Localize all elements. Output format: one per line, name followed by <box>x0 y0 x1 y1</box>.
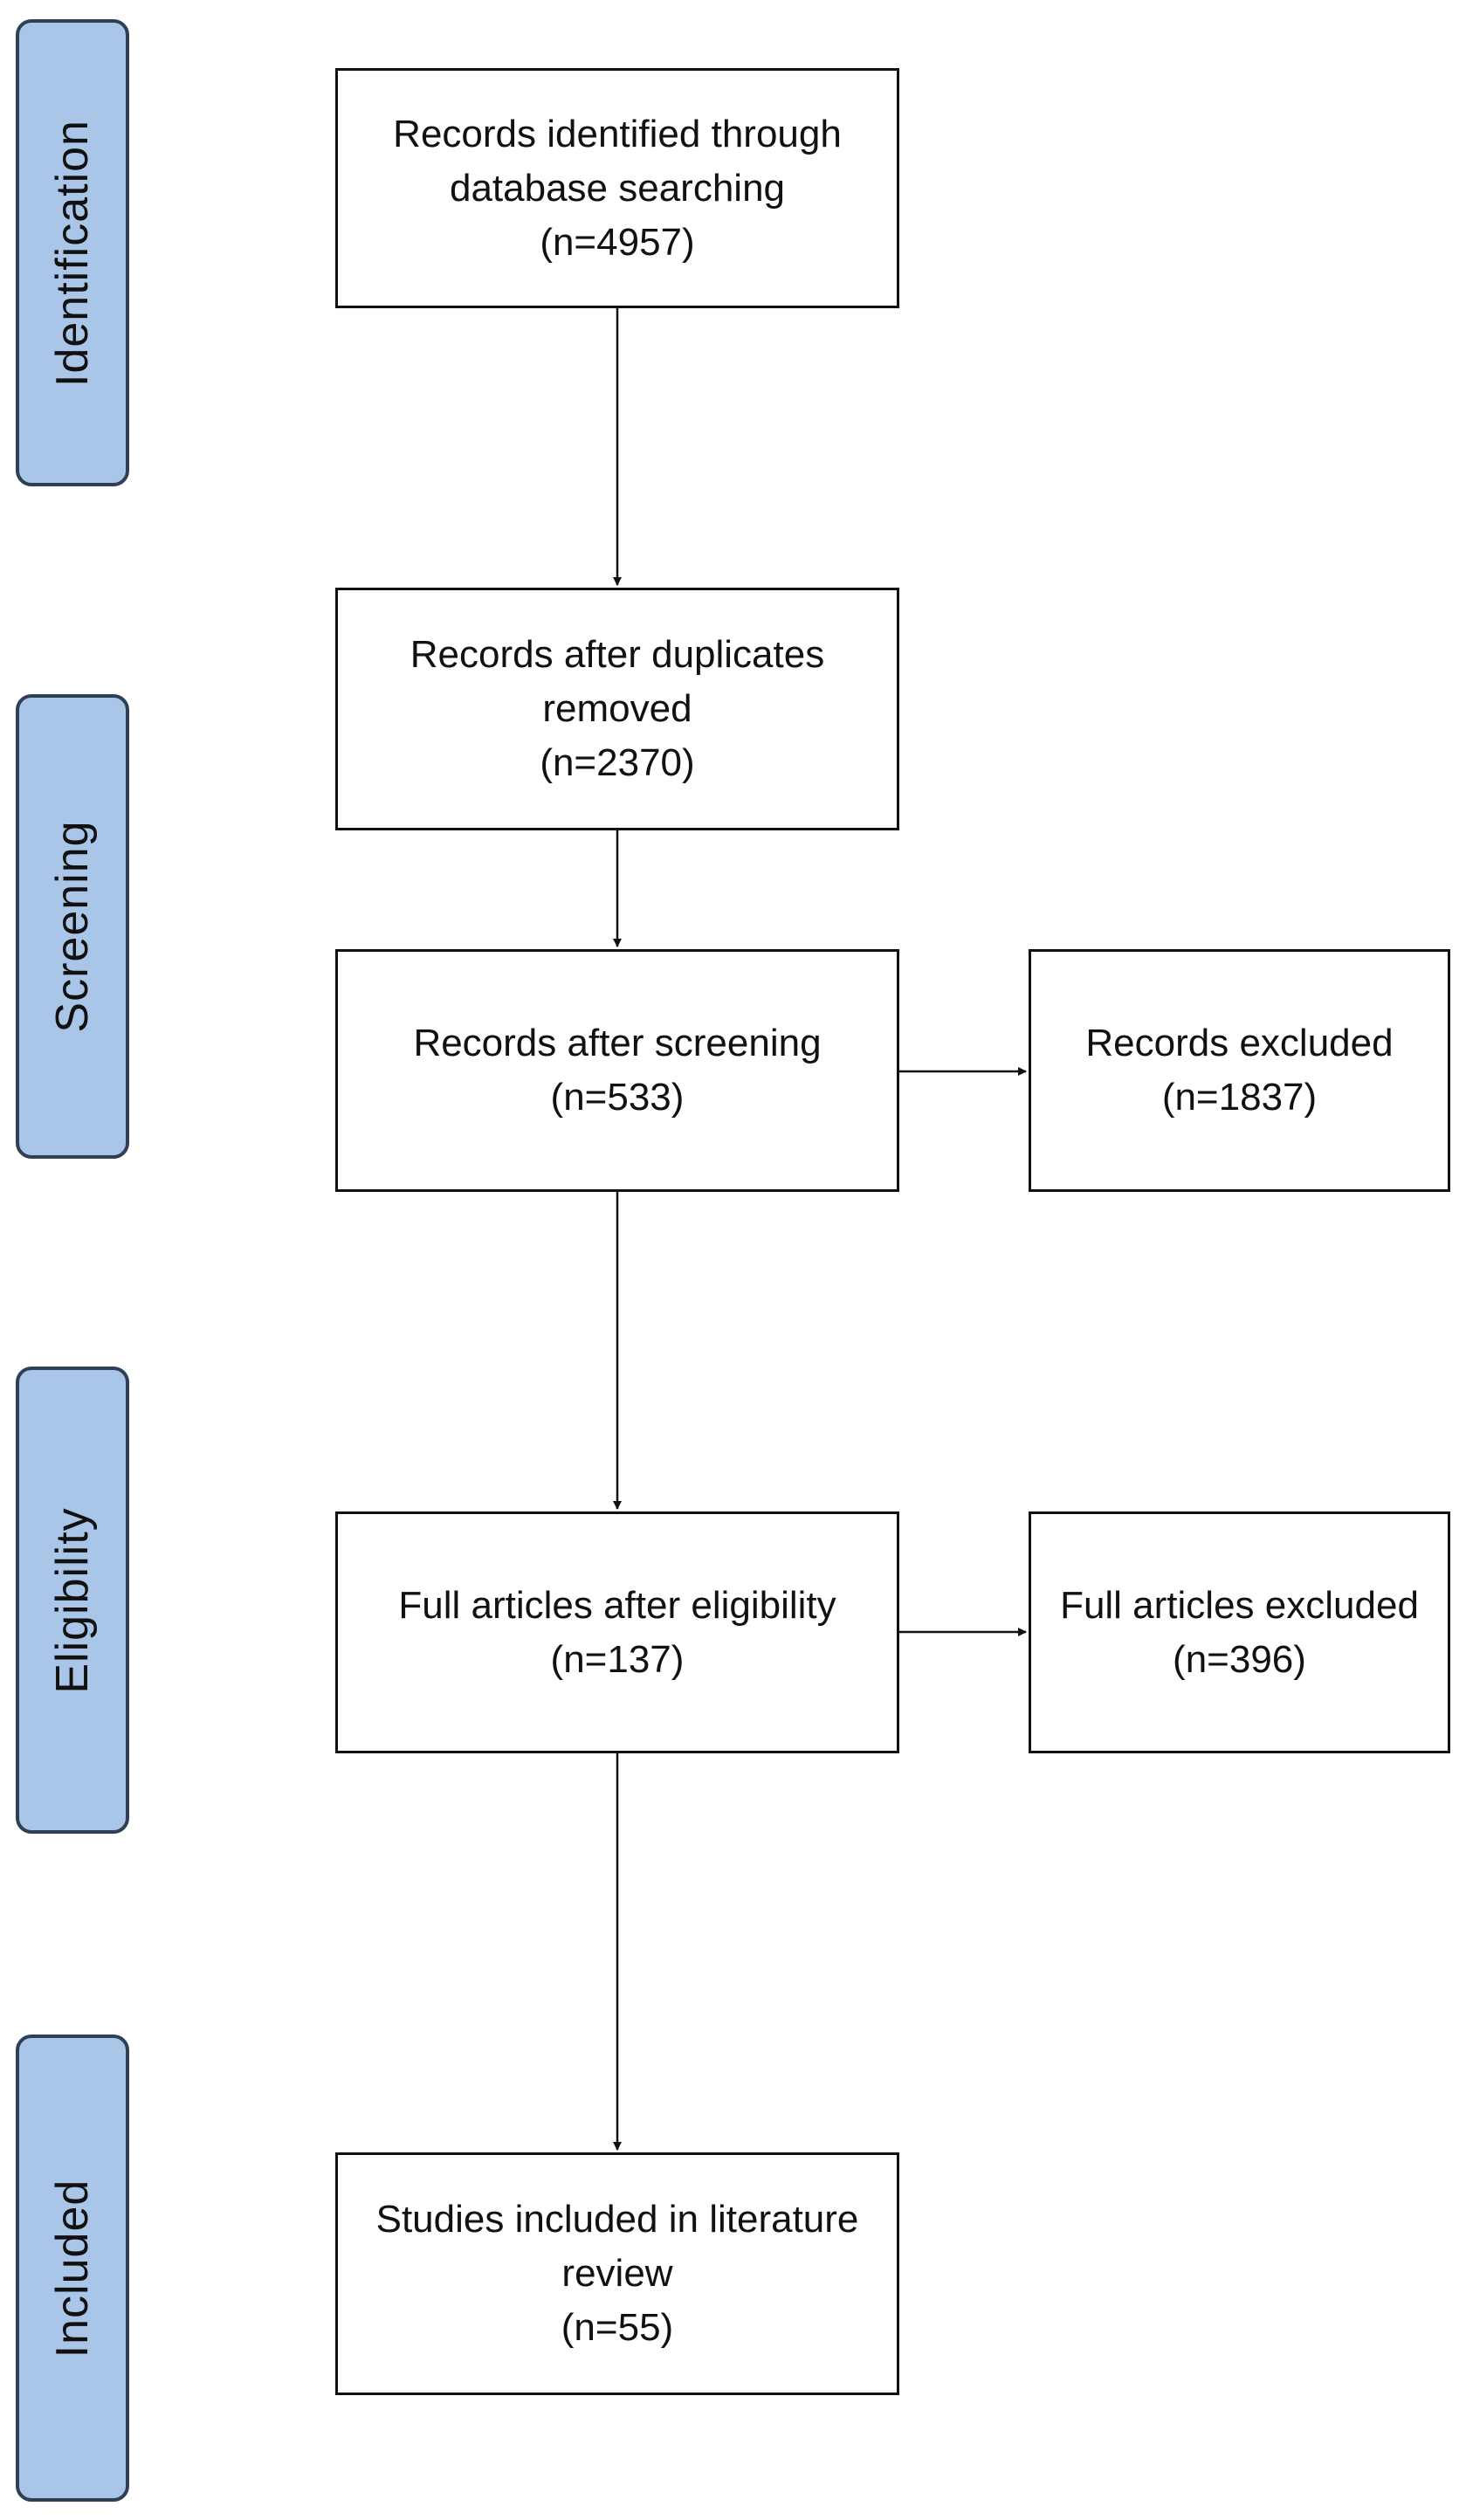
stage-included: Included <box>16 2035 129 2502</box>
box-records-identified-line2: database searching <box>449 166 786 210</box>
box-studies-included-count: (n=55) <box>561 2306 674 2349</box>
box-records-screened-count: (n=533) <box>550 1076 685 1119</box>
box-full-articles-excluded-line1: Full articles excluded <box>1060 1583 1419 1627</box>
box-studies-included: Studies included in literature review (n… <box>335 2152 899 2395</box>
box-studies-included-line1: Studies included in literature <box>375 2198 859 2241</box>
box-records-deduplicated-line1: Records after duplicates <box>410 633 825 676</box>
box-full-articles-eligible: Full articles after eligibility (n=137) <box>335 1511 899 1753</box>
box-studies-included-line2: review <box>561 2252 673 2295</box>
stage-identification: Identification <box>16 19 129 486</box>
box-records-deduplicated-line2: removed <box>542 687 692 730</box>
stage-screening: Screening <box>16 694 129 1159</box>
box-records-identified: Records identified through database sear… <box>335 68 899 308</box>
box-records-screened: Records after screening (n=533) <box>335 949 899 1192</box>
box-records-deduplicated-count: (n=2370) <box>540 741 695 784</box>
box-records-deduplicated: Records after duplicates removed (n=2370… <box>335 588 899 830</box>
box-full-articles-excluded-count: (n=396) <box>1173 1637 1306 1681</box>
box-records-identified-count: (n=4957) <box>540 220 695 264</box>
box-records-excluded: Records excluded (n=1837) <box>1029 949 1450 1192</box>
stage-eligibility: Eligibility <box>16 1367 129 1834</box>
box-records-excluded-count: (n=1837) <box>1161 1076 1318 1119</box>
box-full-articles-eligible-count: (n=137) <box>550 1637 685 1681</box>
box-records-excluded-line1: Records excluded <box>1085 1022 1394 1064</box>
box-records-screened-line1: Records after screening <box>413 1022 822 1064</box>
box-full-articles-excluded: Full articles excluded (n=396) <box>1029 1511 1450 1753</box>
box-records-identified-line1: Records identified through <box>393 112 842 155</box>
box-full-articles-eligible-line1: Full articles after eligibility <box>398 1583 836 1627</box>
